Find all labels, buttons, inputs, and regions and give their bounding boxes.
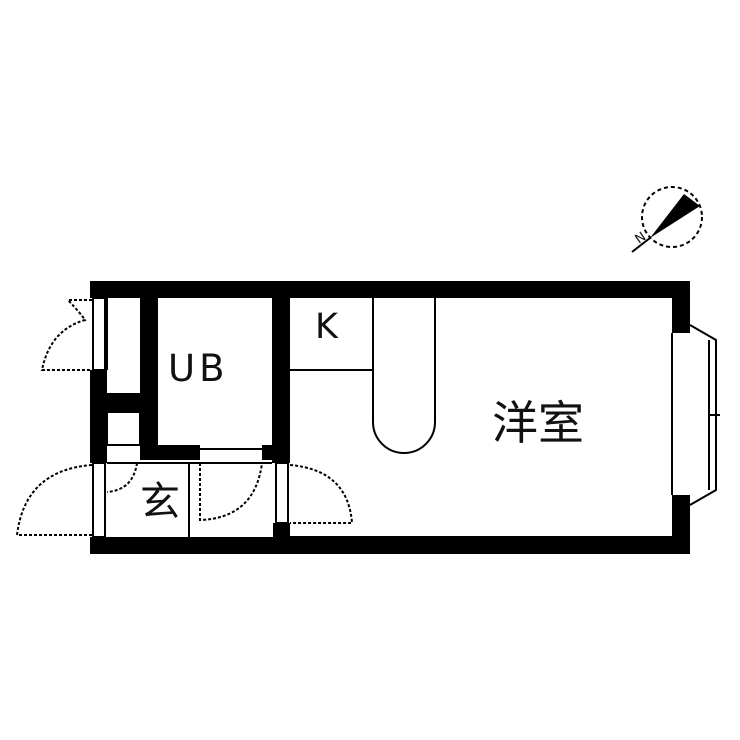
wall-top xyxy=(90,281,690,298)
wall-left-top xyxy=(90,281,94,298)
wall-closet-ub xyxy=(140,298,158,460)
room-label-kitchen: K xyxy=(315,307,338,347)
wall-closet-shelf xyxy=(107,393,140,412)
front-door-frame xyxy=(92,462,106,538)
door-swings xyxy=(15,299,354,536)
room-label-bath: UB xyxy=(168,347,229,390)
wall-ub-bottom-left xyxy=(140,445,200,460)
room-label-western-room: 洋室 xyxy=(492,396,584,450)
wall-right-upper xyxy=(672,281,690,333)
room-label-entrance: 玄 xyxy=(140,479,180,525)
fixtures xyxy=(92,297,720,538)
wall-stub xyxy=(273,523,290,537)
wall-bottom xyxy=(90,537,690,554)
door-swing-ub xyxy=(199,462,263,522)
wall-ub-right xyxy=(272,298,290,463)
wall-left xyxy=(90,370,107,463)
walls xyxy=(90,281,690,554)
left-window xyxy=(92,297,106,371)
door-swing-room xyxy=(289,464,354,524)
wall-right-lower xyxy=(672,495,690,554)
room-door-frame xyxy=(275,462,289,524)
door-swing-top-left xyxy=(40,299,92,371)
north-arrow-icon xyxy=(631,186,703,253)
closet-lower xyxy=(106,411,141,446)
door-swing-front xyxy=(15,464,93,536)
door-swing-entrance xyxy=(106,462,138,493)
wall-ub-bottom-right xyxy=(262,445,290,460)
kitchen-appliance xyxy=(372,298,436,454)
